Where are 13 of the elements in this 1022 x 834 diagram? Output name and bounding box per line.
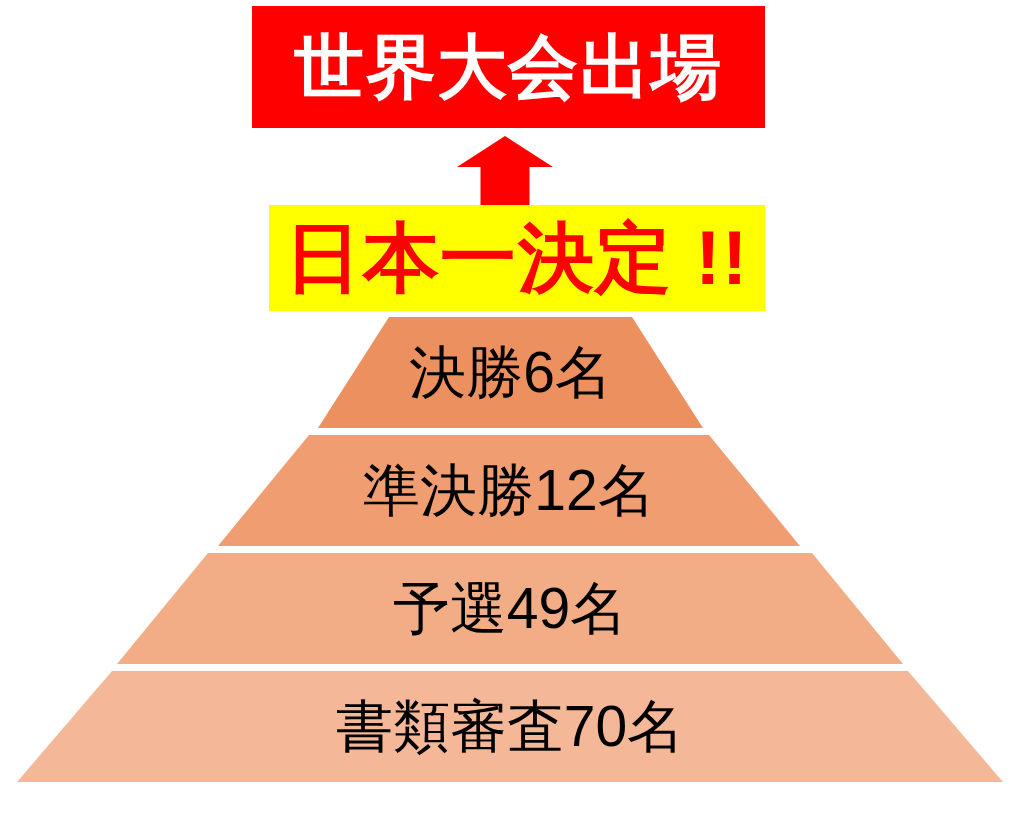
tier-label: 決勝6名 (409, 341, 612, 404)
pyramid-tier (17, 671, 1003, 782)
banner-text: 世界大会出場 (294, 28, 723, 106)
arrow (457, 136, 553, 205)
pyramid-tier (318, 317, 703, 428)
tier-label: 準決勝12名 (363, 459, 655, 522)
tier-label: 書類審査70名 (335, 695, 685, 758)
result-banner (252, 6, 765, 128)
banner-text: 日本一決定 !! (285, 216, 749, 300)
tier-label: 予選49名 (392, 577, 628, 640)
pyramid-tier (218, 435, 800, 546)
highlight-banner (269, 205, 765, 311)
pyramid-tier (117, 553, 903, 664)
